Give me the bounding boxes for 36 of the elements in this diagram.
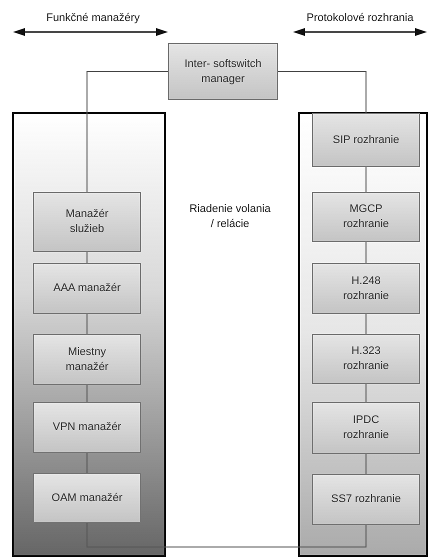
process-box [33,192,141,252]
box-label: Inter- softswitch manager [183,56,263,86]
process-box [312,113,420,167]
box-label: H.248 rozhranie [342,274,390,304]
connector-line [86,384,88,402]
connector-line [86,71,168,192]
connector-line [86,452,88,474]
process-box [33,473,141,523]
box-label: AAA manažér [53,281,121,296]
process-box [312,192,420,242]
box-label: H.323 rozhranie [342,344,390,374]
process-box [312,263,420,314]
process-box [33,334,141,385]
box-label: IPDC rozhranie [342,413,390,443]
box-label: OAM manažér [52,490,122,506]
process-box [312,402,420,454]
process-box [168,43,278,100]
connector-line [86,252,88,264]
box-label: Manažér služieb [64,207,110,237]
box-label: VPN manažér [52,420,122,435]
heading-label: Protokolové rozhrania [305,11,414,26]
panel-frame [12,112,166,557]
area-label: Riadenie volania / relácie [188,202,272,232]
connector-line [86,522,366,548]
connector-line [86,314,88,334]
box-label: SS7 rozhranie [331,492,401,507]
box-label: SIP rozhranie [332,132,400,148]
process-box [33,263,141,314]
process-box [33,402,141,453]
heading-label: Funkčné manažéry [45,11,141,26]
connector-line [278,71,366,114]
box-label: MGCP rozhranie [342,202,390,232]
panel-frame [298,112,428,557]
process-box [312,334,420,384]
process-box [312,474,420,525]
box-label: Miestny manažér [64,344,110,374]
